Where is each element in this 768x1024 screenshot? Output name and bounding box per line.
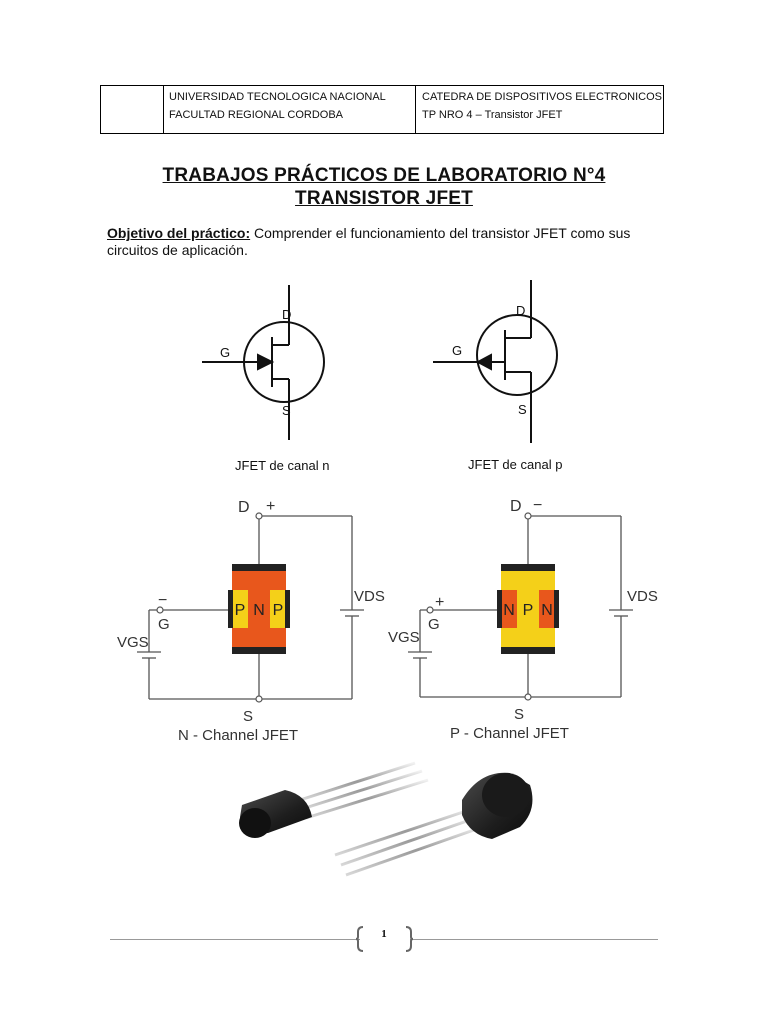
- p-gate-sign: +: [435, 594, 444, 611]
- n-vds-label: VDS: [354, 588, 385, 605]
- jfet-symbols-figure: D G S JFET de canal n D G S JFET de cana…: [202, 280, 562, 473]
- n-drain-sign: +: [266, 498, 275, 515]
- n-left-p-region: [233, 590, 248, 628]
- header-logo-cell: [101, 86, 164, 133]
- p-right-n-region: [539, 590, 554, 628]
- p-vgs-label: VGS: [388, 629, 420, 646]
- objective-label: Objetivo del práctico:: [107, 225, 251, 241]
- n-symbol-source-label: S: [282, 403, 291, 418]
- p-symbol-gate-label: G: [452, 343, 462, 358]
- n-vgs-label: VGS: [117, 634, 149, 651]
- n-gate-label: G: [158, 616, 170, 633]
- n-source-label: S: [243, 708, 253, 725]
- n-channel-circuit: P N P D + − G VGS VDS S N - Channel JFET: [117, 498, 385, 744]
- n-layer-1: P: [235, 602, 246, 619]
- n-channel-caption: N - Channel JFET: [178, 727, 298, 744]
- p-channel-circuit: N P N D − + G VGS VDS S P - Channel JFET: [388, 497, 658, 742]
- n-channel-symbol: [202, 285, 325, 440]
- left-transistor: [239, 761, 429, 838]
- footer-rule-left: [110, 939, 360, 940]
- n-symbol-caption: JFET de canal n: [235, 458, 329, 473]
- p-gate-label: G: [428, 616, 440, 633]
- header-faculty: FACULTAD REGIONAL CORDOBA: [169, 109, 343, 121]
- p-channel-caption: P - Channel JFET: [450, 725, 569, 742]
- n-symbol-drain-label: D: [282, 307, 291, 322]
- right-transistor: [334, 772, 533, 877]
- page-number: 1: [381, 928, 387, 940]
- header-table: UNIVERSIDAD TECNOLOGICA NACIONAL FACULTA…: [100, 85, 664, 134]
- objective-paragraph: Objetivo del práctico: Comprender el fun…: [107, 225, 667, 259]
- p-symbol-drain-label: D: [516, 303, 525, 318]
- p-symbol-caption: JFET de canal p: [468, 457, 562, 472]
- p-symbol-source-label: S: [518, 402, 527, 417]
- p-left-n-region: [502, 590, 517, 628]
- p-layer-2: P: [523, 602, 534, 619]
- p-source-label: S: [514, 706, 524, 723]
- n-layer-3: P: [273, 602, 284, 619]
- n-symbol-gate-label: G: [220, 345, 230, 360]
- p-layer-3: N: [541, 602, 553, 619]
- header-right-cell: CATEDRA DE DISPOSITIVOS ELECTRONICOS TP …: [416, 86, 663, 133]
- jfet-package-photo: [239, 761, 533, 877]
- n-drain-label: D: [238, 499, 250, 516]
- header-university: UNIVERSIDAD TECNOLOGICA NACIONAL: [169, 91, 386, 103]
- p-channel-symbol: [433, 280, 558, 443]
- n-layer-2: N: [253, 602, 265, 619]
- header-left-cell: UNIVERSIDAD TECNOLOGICA NACIONAL FACULTA…: [164, 86, 416, 133]
- objective-text: Comprender el funcionamiento del transis…: [107, 225, 631, 258]
- footer-rule-right: [410, 939, 658, 940]
- footer-bracket-left: [355, 926, 364, 952]
- n-right-p-region: [270, 590, 285, 628]
- p-drain-label: D: [510, 498, 522, 515]
- header-tp: TP NRO 4 – Transistor JFET: [422, 109, 563, 121]
- p-drain-sign: −: [533, 497, 542, 514]
- page-subtitle: TRANSISTOR JFET: [295, 188, 473, 209]
- page-title: TRABAJOS PRÁCTICOS DE LABORATORIO N°4: [162, 165, 606, 186]
- p-layer-1: N: [503, 602, 515, 619]
- footer-bracket-right: [405, 926, 414, 952]
- jfet-circuits-figure: P N P D + − G VGS VDS S N - Channel JFET: [117, 497, 658, 744]
- p-vds-label: VDS: [627, 588, 658, 605]
- header-chair: CATEDRA DE DISPOSITIVOS ELECTRONICOS: [422, 91, 663, 103]
- n-gate-sign: −: [158, 592, 167, 609]
